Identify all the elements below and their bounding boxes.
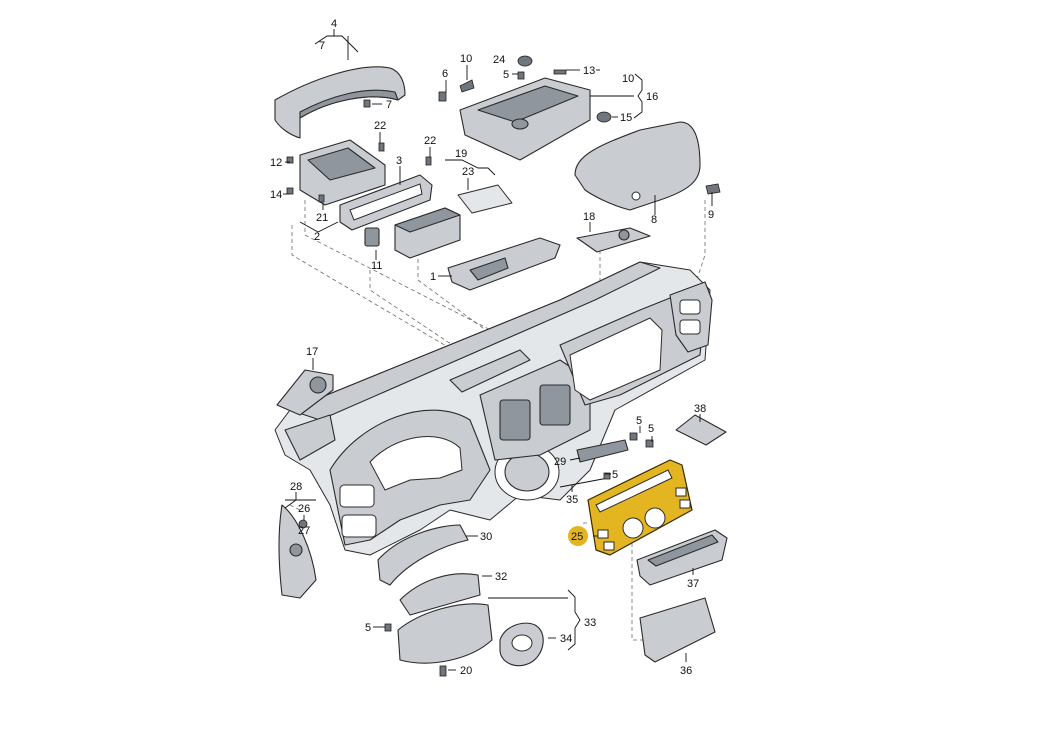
part-23-mat	[457, 184, 513, 214]
callout-36: 36	[680, 665, 692, 677]
part-34-ring	[499, 622, 544, 667]
callout-21: 21	[316, 212, 328, 224]
callout-8: 8	[651, 214, 657, 226]
callout-29: 29	[554, 456, 566, 468]
callout-38: 38	[694, 403, 706, 415]
part-19-tray	[394, 207, 461, 259]
part-4-cover	[274, 66, 406, 139]
leader-lines	[283, 29, 713, 671]
callout-5-c: 5	[648, 423, 654, 435]
callout-9: 9	[708, 209, 714, 221]
part-2-bracket	[299, 139, 386, 206]
part-16-glovebox	[459, 77, 591, 161]
callout-12: 12	[270, 157, 282, 169]
callout-33: 33	[584, 617, 596, 629]
callout-18: 18	[583, 211, 595, 223]
part-38-grille	[675, 414, 727, 446]
callout-26: 26	[298, 503, 310, 515]
dashboard-panel	[274, 261, 713, 556]
callout-25-marker	[568, 526, 588, 546]
callout-23: 23	[462, 166, 474, 178]
part-9-knob	[705, 183, 721, 195]
callout-15: 15	[620, 112, 632, 124]
callout-17: 17	[306, 346, 318, 358]
part-37-tray	[636, 529, 728, 586]
part-30-cowl	[377, 524, 469, 586]
part-15-bumper	[596, 111, 612, 123]
callout-20: 20	[460, 665, 472, 677]
callout-19: 19	[455, 148, 467, 160]
callout-2: 2	[314, 231, 320, 243]
callout-6: 6	[442, 68, 448, 80]
part-32-upper-shroud	[399, 573, 481, 616]
callout-11: 11	[371, 260, 382, 272]
callout-28: 28	[290, 481, 302, 493]
callout-30: 30	[480, 531, 492, 543]
callout-25: 25	[571, 531, 583, 543]
callout-7-side: 7	[386, 99, 392, 111]
callout-5-e: 5	[365, 622, 371, 634]
part-35-strip	[559, 477, 609, 488]
part-36-box	[639, 597, 716, 663]
callout-3: 3	[396, 155, 402, 167]
callout-37: 37	[687, 578, 699, 590]
part-3-frame	[339, 174, 433, 231]
callout-32: 32	[495, 571, 507, 583]
part-8-lid	[574, 121, 701, 211]
callout-10-top: 10	[460, 53, 472, 65]
part-1-storage	[447, 237, 561, 291]
part-18-grille	[576, 227, 651, 253]
fasteners	[286, 55, 654, 677]
part-28-pillar-trim	[278, 504, 317, 599]
callout-labels: 4 7 7 22 22 12 3 14 21 2 19 23 11 1 6 10…	[270, 18, 714, 677]
callout-34: 34	[560, 633, 572, 645]
callout-5-top: 5	[503, 69, 509, 81]
callout-35: 35	[566, 494, 578, 506]
part-11-switch	[364, 227, 380, 247]
callout-7-top: 7	[319, 40, 325, 52]
callout-24: 24	[493, 54, 505, 66]
callout-13: 13	[583, 65, 595, 77]
callout-5-d: 5	[612, 469, 618, 481]
callout-4: 4	[331, 18, 337, 30]
part-17-grille	[276, 369, 334, 416]
part-25-center-trim	[587, 459, 693, 556]
callout-16: 16	[646, 91, 658, 103]
callout-22-right: 22	[424, 135, 436, 147]
callout-5-b: 5	[636, 415, 642, 427]
callout-10-right: 10	[622, 73, 634, 85]
part-26-clip	[298, 519, 308, 529]
callout-1: 1	[430, 271, 436, 283]
part-lower-shroud	[397, 603, 493, 664]
callout-27: 27	[298, 525, 310, 537]
callout-14: 14	[270, 189, 282, 201]
callout-22-left: 22	[374, 120, 386, 132]
